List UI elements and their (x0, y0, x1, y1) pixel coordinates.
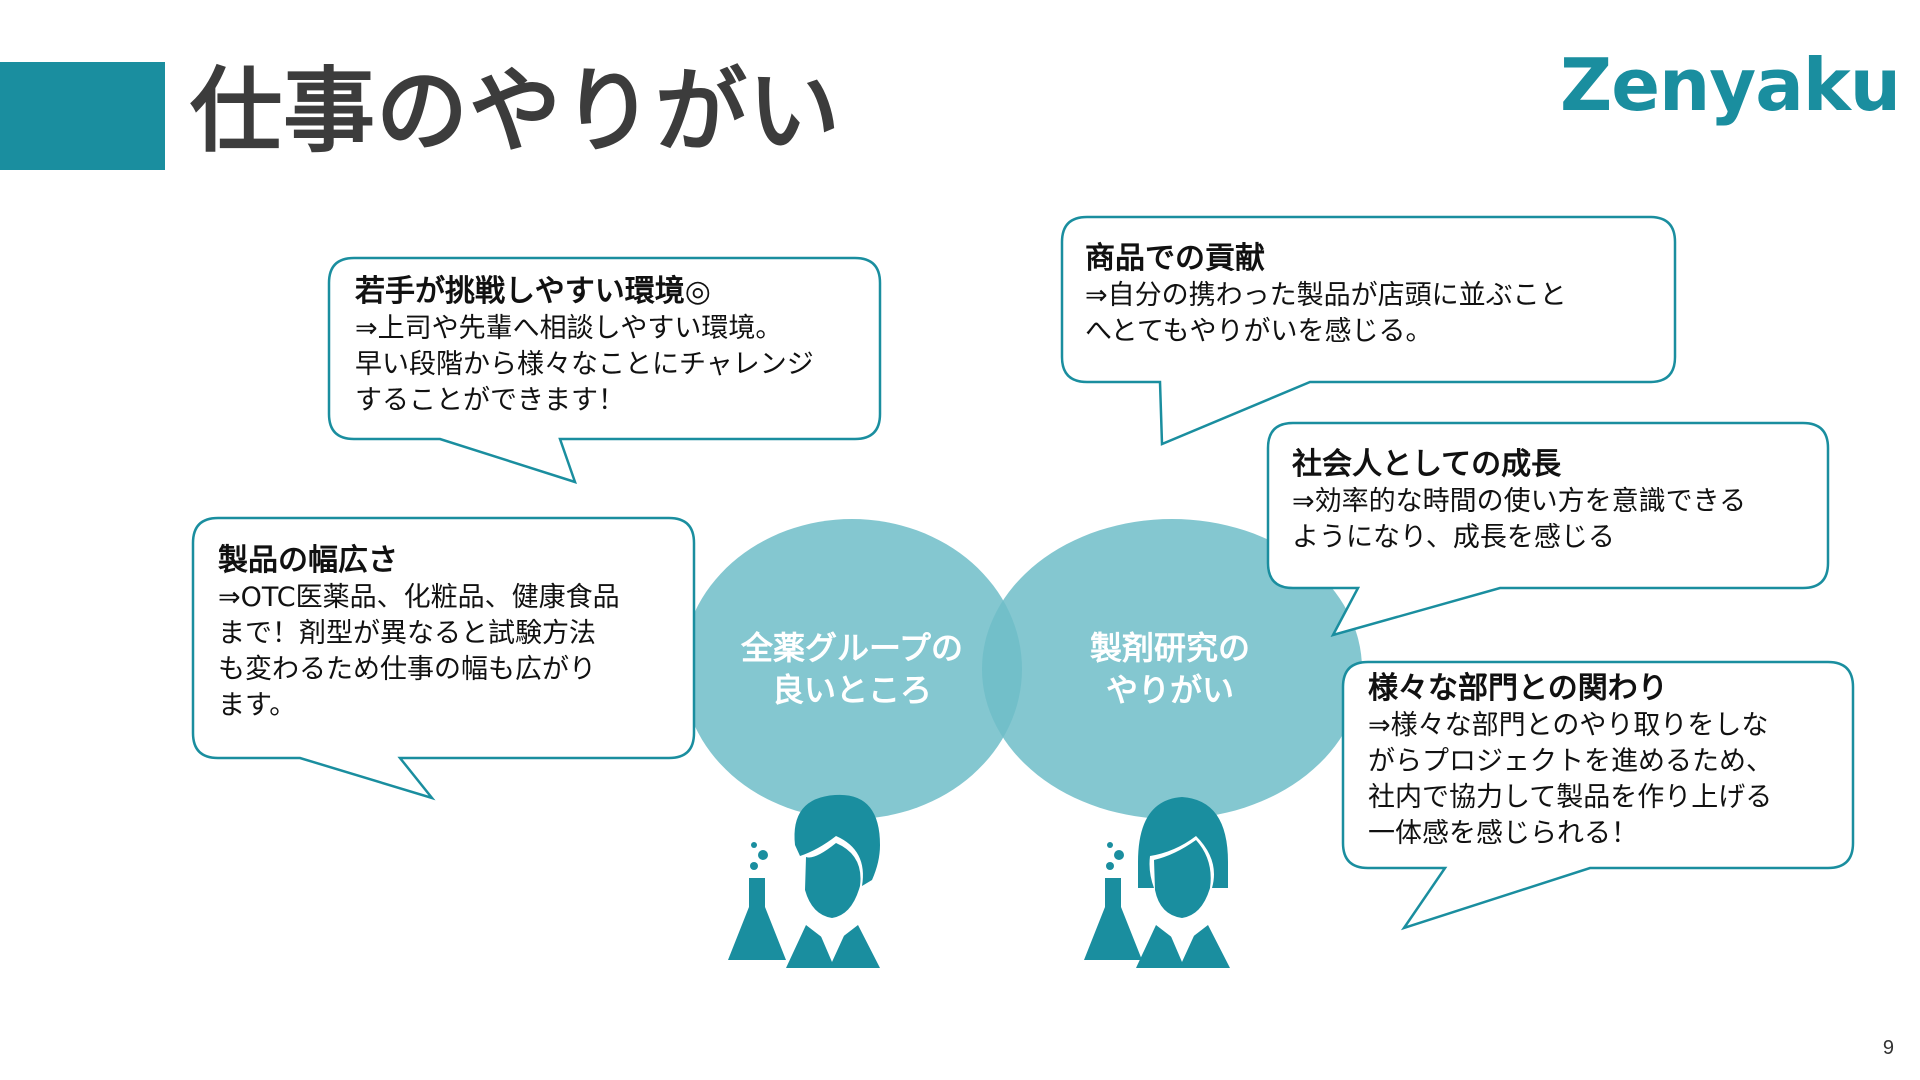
bubble-line: ⇒自分の携わった製品が店頭に並ぶこと (1085, 280, 1567, 311)
bubble-young-staff (327, 256, 882, 484)
bubble-line: へとてもやりがいを感じる。 (1085, 316, 1433, 347)
male-researcher-icon (728, 794, 880, 968)
bubble-departments-text: 様々な部門との関わり ⇒様々な部門とのやり取りをしな がらプロジェクトを進めるた… (1368, 670, 1773, 852)
bubble-line: まで！剤型が異なると試験方法 (218, 618, 596, 649)
bubble-heading: 商品での貢献 (1085, 241, 1265, 276)
female-researcher-icon (1084, 797, 1230, 968)
bubble-line: ⇒様々な部門とのやり取りをしな (1368, 710, 1769, 741)
right-circle-label: 製剤研究の やりがい (1030, 627, 1310, 711)
bubble-personal-growth-text: 社会人としての成長 ⇒効率的な時間の使い方を意識できる ようになり、成長を感じる (1292, 446, 1746, 556)
bubble-heading: 若手が挑戦しやすい環境◎ (355, 274, 711, 309)
bubble-line: 社内で協力して製品を作り上げる (1368, 782, 1773, 813)
bubble-heading: 製品の幅広さ (218, 543, 398, 578)
left-circle (682, 519, 1022, 819)
bubble-line: ⇒上司や先輩へ相談しやすい環境。 (355, 313, 783, 344)
right-circle-label-line-1: 製剤研究の (1089, 629, 1250, 667)
bubble-product-contribution-text: 商品での貢献 ⇒自分の携わった製品が店頭に並ぶこと へとてもやりがいを感じる。 (1085, 240, 1567, 350)
bubble-line: ⇒効率的な時間の使い方を意識できる (1292, 486, 1747, 517)
bubble-line: 早い段階から様々なことにチャレンジ (355, 349, 814, 380)
right-circle (982, 519, 1362, 819)
page-title: 仕事のやりがい (190, 58, 842, 165)
bubble-line: も変わるため仕事の幅も広がり (218, 654, 596, 685)
title-accent-bar (0, 62, 165, 170)
right-circle-label-line-2: やりがい (1105, 671, 1234, 709)
bubble-product-range (191, 516, 696, 801)
left-circle-label-line-1: 全薬グループの (740, 629, 964, 667)
bubble-line: することができます！ (355, 385, 625, 416)
bubble-line: 一体感を感じられる！ (1368, 818, 1638, 849)
bubble-product-range-text: 製品の幅広さ ⇒OTC医薬品、化粧品、健康食品 まで！剤型が異なると試験方法 も… (218, 542, 620, 724)
page-number: 9 (1882, 1037, 1894, 1059)
bubble-line: がらプロジェクトを進めるため、 (1368, 746, 1773, 777)
bubble-heading: 社会人としての成長 (1292, 447, 1562, 482)
bubble-line: ⇒OTC医薬品、化粧品、健康食品 (218, 582, 620, 613)
bubble-line: ようになり、成長を感じる (1292, 522, 1615, 553)
bubble-heading: 様々な部門との関わり (1368, 671, 1668, 706)
bubble-line: ます。 (218, 690, 297, 721)
left-circle-label-line-2: 良いところ (771, 671, 932, 709)
bubble-personal-growth (1266, 421, 1830, 637)
bubble-product-contribution (1060, 215, 1677, 446)
left-circle-label: 全薬グループの 良いところ (712, 627, 992, 711)
zenyaku-logo: Zenyaku (1560, 43, 1901, 127)
bubble-departments (1341, 660, 1855, 931)
bubble-young-staff-text: 若手が挑戦しやすい環境◎ ⇒上司や先輩へ相談しやすい環境。 早い段階から様々なこ… (355, 273, 814, 419)
